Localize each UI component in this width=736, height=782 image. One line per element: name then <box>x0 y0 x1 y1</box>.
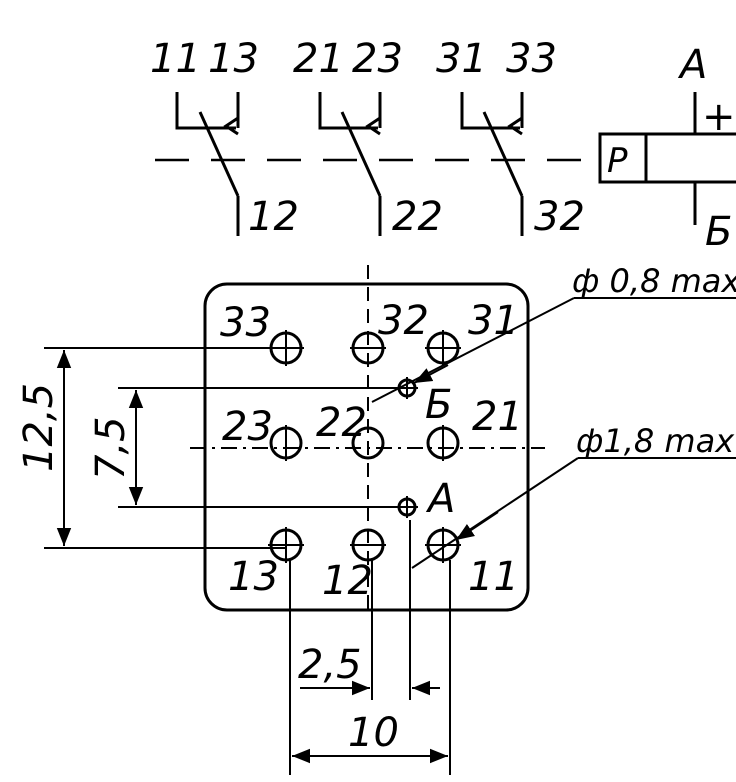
dimension-7-5: 7,5 <box>88 387 400 508</box>
pin-label-32: 32 <box>378 298 429 344</box>
contact-terminal-11 <box>175 92 236 130</box>
pin-label-22: 22 <box>316 400 367 446</box>
contact-label-13: 13 <box>208 36 259 82</box>
dimension-10: 10 <box>289 560 451 775</box>
contact-group-3: 31 33 32 <box>436 36 585 240</box>
callout-large-hole: ф1,8 max <box>411 422 736 569</box>
contact-13-arrow <box>223 116 239 136</box>
callout-small-leader <box>371 297 575 403</box>
contact-blade-3 <box>482 111 524 197</box>
pin-label-31: 31 <box>468 298 519 344</box>
dimension-2-5: 2,5 <box>298 520 440 700</box>
contact-terminal-31 <box>460 92 520 130</box>
contact-label-21: 21 <box>293 36 344 82</box>
contact-label-23: 23 <box>352 36 403 82</box>
contact-23-arrow <box>365 116 381 136</box>
pin-label-12: 12 <box>322 558 373 604</box>
dim-12-5-text: 12,5 <box>16 383 62 472</box>
contact-label-22: 22 <box>392 194 443 240</box>
contact-blade-1 <box>198 111 240 197</box>
coil-terminal-b-label: Б <box>705 209 732 255</box>
dim-2-5-text: 2,5 <box>298 642 362 688</box>
contact-33-arrow <box>507 116 523 136</box>
pinout-view: 33 32 31 23 22 21 Б A 13 12 11 ф 0,8 max… <box>16 262 736 775</box>
pin-label-a: A <box>425 476 455 522</box>
dim-7-5-text: 7,5 <box>88 416 134 480</box>
contact-label-31: 31 <box>436 36 487 82</box>
contact-label-33: 33 <box>506 36 557 82</box>
relay-coil: P A + Б <box>598 42 736 255</box>
callout-small-hole: ф 0,8 max <box>371 262 736 403</box>
coil-rectangle <box>598 132 736 184</box>
pin-hole-22 <box>351 426 385 460</box>
schematic: 11 13 12 21 23 22 31 33 <box>150 36 736 255</box>
callout-small-arrow <box>413 364 449 384</box>
pin-label-33: 33 <box>220 300 271 346</box>
pin-label-21: 21 <box>472 394 523 440</box>
dimension-12-5: 12,5 <box>16 347 286 549</box>
coil-terminal-a-label: A <box>677 42 707 88</box>
contact-label-11: 11 <box>150 36 201 82</box>
contact-group-1: 11 13 12 <box>150 36 299 240</box>
pin-label-23: 23 <box>222 404 273 450</box>
pin-row-middle <box>269 425 460 461</box>
pin-label-11: 11 <box>468 554 519 600</box>
contact-label-32: 32 <box>534 194 585 240</box>
pin-label-b: Б <box>425 382 452 428</box>
callout-large-arrow <box>455 511 499 541</box>
contact-terminal-21 <box>318 92 378 130</box>
contact-group-2: 21 23 22 <box>293 36 443 240</box>
coil-plus-sign: + <box>702 94 736 140</box>
contact-label-12: 12 <box>248 194 299 240</box>
contact-blade-2 <box>340 111 382 197</box>
coil-label: P <box>607 141 628 181</box>
callout-large-text: ф1,8 max <box>576 422 735 460</box>
pin-row-top <box>268 330 461 366</box>
dim-10-text: 10 <box>348 710 399 756</box>
callout-small-text: ф 0,8 max <box>572 262 736 300</box>
pin-label-13: 13 <box>228 554 279 600</box>
pin-row-bottom <box>268 527 461 563</box>
